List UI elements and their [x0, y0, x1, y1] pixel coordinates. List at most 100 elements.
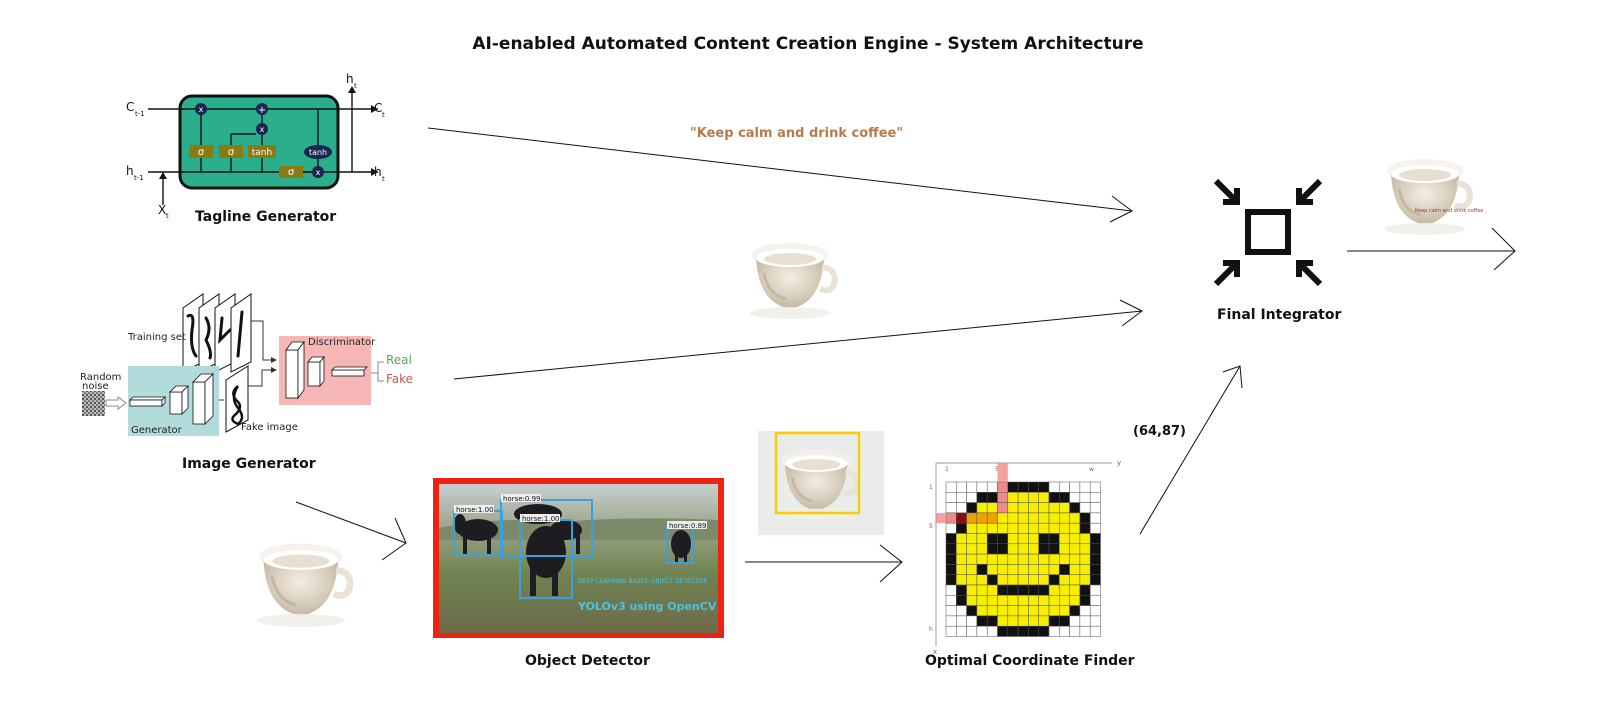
grid-cell [1038, 481, 1050, 493]
grid-cell [1017, 574, 1029, 586]
grid-cell [1038, 533, 1050, 545]
grid-cell [956, 564, 967, 575]
grid-cell [1059, 584, 1070, 596]
grid-cell [1017, 605, 1029, 617]
grid-cell [997, 533, 1009, 545]
grid-cell [1017, 595, 1029, 606]
grid-cell [966, 595, 978, 606]
flow-arrows [295, 127, 1516, 583]
svg-text:5: 5 [995, 466, 999, 473]
svg-text:x: x [199, 105, 204, 114]
detected-cup-crop [758, 431, 884, 535]
grid-cell [976, 502, 988, 514]
grid-cell [966, 553, 978, 565]
svg-text:DEEP LEARNING BASED OBJECT DET: DEEP LEARNING BASED OBJECT DETECTOR [578, 578, 708, 585]
grid-cell [1007, 502, 1019, 514]
grid-cell [1059, 492, 1070, 503]
label-c-prev: C [126, 100, 134, 114]
grid-cell [1089, 533, 1101, 545]
grid-cell [945, 625, 957, 637]
svg-text:σ: σ [228, 147, 235, 158]
grid-cell [1028, 543, 1039, 555]
svg-text:horse:0.89: horse:0.89 [669, 522, 707, 530]
grid-cell [997, 512, 1009, 524]
grid-cell [1017, 502, 1029, 514]
grid-cell [1007, 574, 1019, 586]
grid-cell [1069, 584, 1081, 596]
grid-cell [1059, 625, 1070, 637]
svg-text:x: x [260, 125, 265, 134]
svg-text:Keep calm and drink coffee: Keep calm and drink coffee [1415, 208, 1483, 214]
grid-cell [986, 584, 998, 596]
svg-text:t: t [166, 212, 169, 220]
svg-text:5: 5 [929, 523, 933, 530]
page-title: AI-enabled Automated Content Creation En… [472, 34, 1144, 54]
grid-cell [1028, 522, 1039, 534]
grid-cell [1028, 533, 1039, 545]
grid-cell [1079, 615, 1091, 627]
grid-cell [1079, 584, 1091, 596]
grid-cell [986, 502, 998, 514]
grid-cell [1089, 522, 1101, 534]
svg-text:σ: σ [198, 147, 205, 158]
grid-cell [1038, 595, 1050, 606]
grid-cell [1059, 574, 1070, 586]
grid-cell [1017, 584, 1029, 596]
grid-cell [1059, 564, 1070, 575]
svg-text:horse:1.00: horse:1.00 [456, 506, 494, 514]
grid-cell [1007, 512, 1019, 524]
grid-cell [1028, 584, 1039, 596]
grid-cell [966, 522, 978, 534]
grid-cell [1079, 564, 1091, 575]
grid-cell [1048, 502, 1060, 514]
svg-text:1: 1 [929, 484, 933, 491]
grid-cell [1038, 492, 1050, 503]
grid-cell [1007, 522, 1019, 534]
grid-cell [997, 605, 1009, 617]
grid-cell [1048, 481, 1060, 493]
grid-cell [1007, 481, 1019, 493]
grid-cell [1089, 512, 1101, 524]
label-coordinate-finder: Optimal Coordinate Finder [925, 653, 1135, 669]
grid-cell [1069, 533, 1081, 545]
grid-cell [945, 605, 957, 617]
label-image-generator: Image Generator [182, 456, 316, 472]
grid-cell [1007, 615, 1019, 627]
svg-text:+: + [258, 105, 266, 116]
grid-cell [1038, 625, 1050, 637]
grid-cell [1059, 553, 1070, 565]
grid-cell [986, 492, 998, 503]
grid-cell [956, 625, 967, 637]
grid-cell [1089, 595, 1101, 606]
grid-cell [1089, 615, 1101, 627]
label-h-prev: h [126, 164, 134, 178]
grid-cell [1089, 564, 1101, 575]
grid-cell [986, 615, 998, 627]
final-output-image: Keep calm and drink coffee [1385, 159, 1483, 235]
grid-cell [1069, 543, 1081, 555]
grid-cell [1089, 605, 1101, 617]
grid-cell [1069, 574, 1081, 586]
grid-cell [1079, 512, 1091, 524]
grid-cell [966, 533, 978, 545]
grid-cell [945, 615, 957, 627]
label-discriminator: Discriminator [308, 337, 376, 348]
highlight-column [997, 463, 1008, 482]
grid-cell [976, 492, 988, 503]
grid-cell [1028, 574, 1039, 586]
grid-cell [956, 574, 967, 586]
grid-cell [1028, 481, 1039, 493]
grid-cell [1028, 492, 1039, 503]
svg-text:horse:0.99: horse:0.99 [503, 495, 541, 503]
svg-text:w: w [1089, 466, 1094, 473]
svg-text:x: x [316, 168, 321, 177]
grid-cell [1079, 533, 1091, 545]
grid-cell [1059, 522, 1070, 534]
grid-cell [966, 543, 978, 555]
random-noise-icon [82, 391, 105, 416]
grid-cell [945, 553, 957, 565]
grid-cell [945, 492, 957, 503]
grid-cell [976, 574, 988, 586]
grid-cell [986, 533, 998, 545]
grid-cell [956, 533, 967, 545]
